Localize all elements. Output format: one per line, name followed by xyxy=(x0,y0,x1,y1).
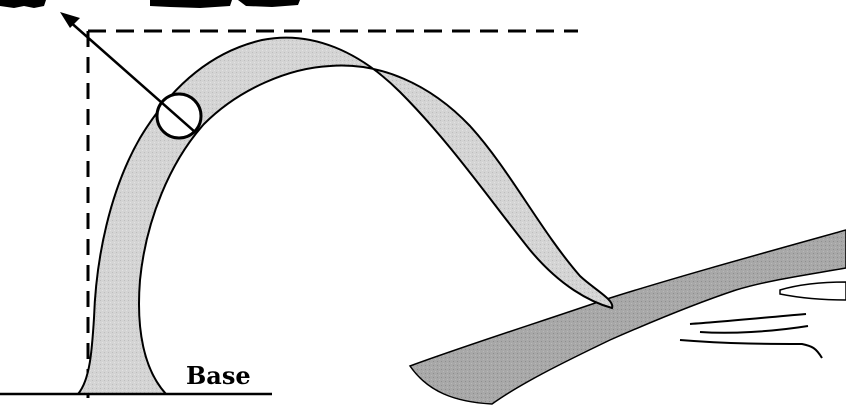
side-root-lower xyxy=(679,339,823,359)
cut-off-heading-fragment xyxy=(0,0,300,8)
side-root-middle xyxy=(699,325,809,334)
lower-branch-tip xyxy=(779,281,846,301)
side-root-upper xyxy=(689,313,807,325)
arched-root xyxy=(75,36,614,395)
base-label: Base xyxy=(186,361,251,390)
lower-right-branch xyxy=(408,229,846,405)
arrowhead-icon xyxy=(60,12,80,28)
diagonal-measurement-line xyxy=(67,19,196,133)
